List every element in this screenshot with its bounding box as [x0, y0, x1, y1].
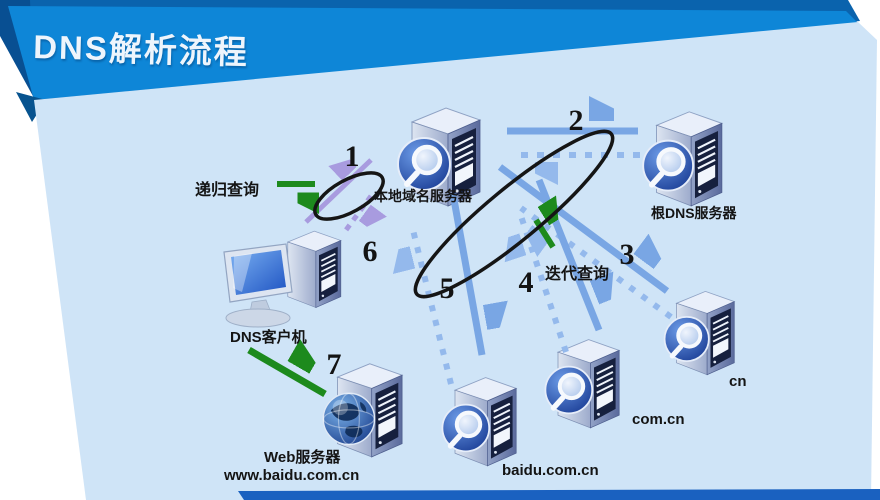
query-arrow-5: [449, 193, 482, 356]
step-number-2: 2: [568, 104, 584, 137]
query-arrow-3: [497, 164, 670, 294]
dns-client-label: DNS客户机: [230, 329, 307, 346]
comcn-label: com.cn: [632, 411, 685, 428]
root-dns-label: 根DNS服务器: [651, 205, 737, 221]
cn-label: cn: [729, 373, 747, 390]
web-server-label: Web服务器: [264, 449, 341, 466]
recursive-query-label: 递归查询: [195, 182, 260, 199]
recursion-ellipse: [313, 171, 385, 221]
iteration-ellipse: [413, 129, 615, 299]
banner-corner-fold: [16, 92, 46, 122]
baidu-label: baidu.com.cn: [502, 462, 599, 479]
client-to-web-arrow-7: [247, 350, 327, 398]
slide-title: DNS解析流程: [32, 27, 250, 72]
step-number-1: 1: [344, 140, 360, 173]
reply-arrow-3: [521, 205, 673, 320]
iterative-query-arrow: [533, 220, 553, 249]
step-number-3: 3: [619, 238, 635, 271]
step-number-4: 4: [518, 266, 534, 299]
bottom-bar: [238, 489, 880, 500]
local-dns-label: 本地域名服务器: [374, 188, 472, 204]
title-banner-ribbon: [8, 6, 858, 100]
iterative-query-label: 迭代查询: [545, 266, 610, 283]
step-number-6: 6: [362, 235, 378, 268]
step-number-5: 5: [439, 272, 455, 305]
step-number-7: 7: [326, 348, 342, 381]
web-server-url-label: www.baidu.com.cn: [224, 467, 360, 484]
reply-arrow-5: [412, 225, 454, 385]
